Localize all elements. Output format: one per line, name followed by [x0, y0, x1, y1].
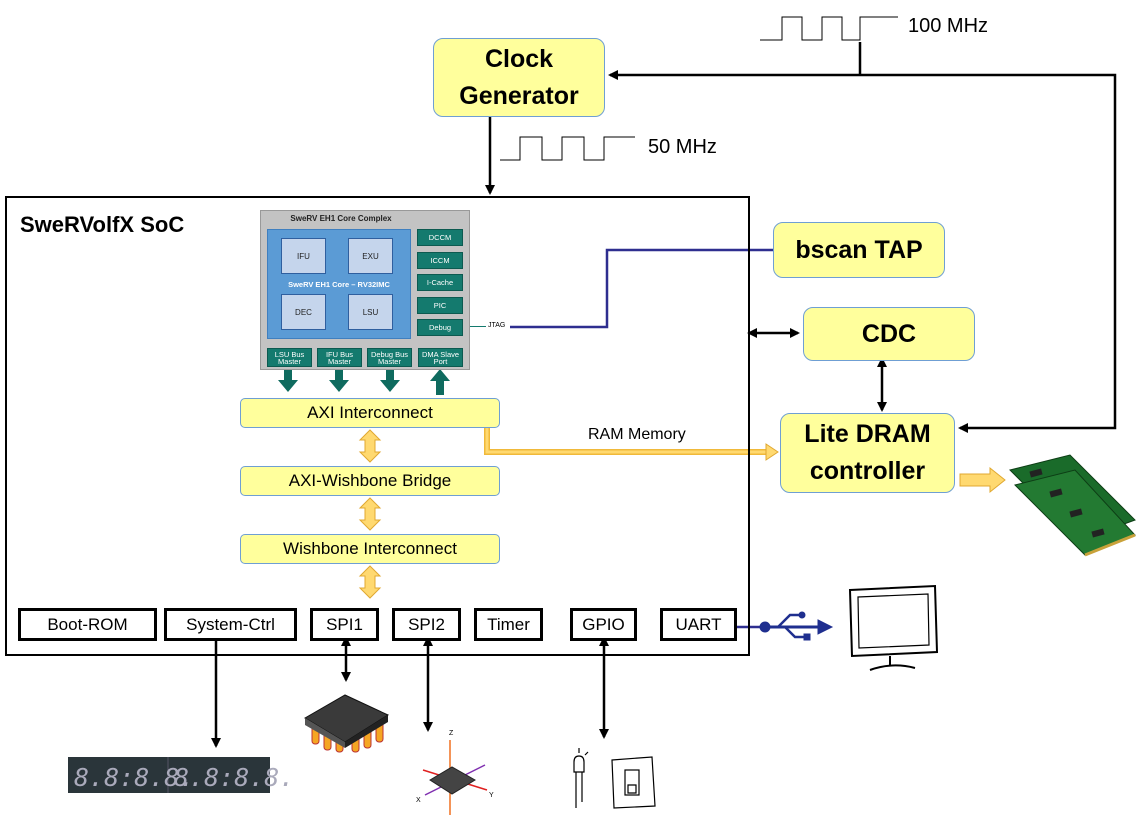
unit-dec: DEC	[281, 294, 326, 330]
peripheral-timer: Timer	[474, 608, 543, 641]
bus-double-arrows	[358, 429, 382, 599]
peripheral-boot-rom: Boot-ROM	[18, 608, 157, 641]
unit-lsu: LSU	[348, 294, 393, 330]
unit-ifu: IFU	[281, 238, 326, 274]
peripheral-gpio: GPIO	[570, 608, 637, 641]
mem-dccm: DCCM	[417, 229, 463, 246]
peripheral-spi1: SPI1	[310, 608, 379, 641]
clock-to-dram-arrow	[860, 73, 1117, 433]
ram-memory-label: RAM Memory	[588, 426, 686, 443]
soc-boundary	[5, 196, 750, 656]
clock-generator-line2: Generator	[459, 81, 579, 110]
svg-text:8.8:8.8.: 8.8:8.8.	[74, 763, 194, 792]
usb-icon	[759, 611, 834, 641]
core-complex: SweRV EH1 Core Complex IFU EXU SweRV EH1…	[260, 210, 470, 370]
peripheral-spi2: SPI2	[392, 608, 461, 641]
svg-text:8.8:8.8.: 8.8:8.8.	[174, 763, 294, 792]
svg-text:X: X	[416, 797, 421, 804]
ram-memory-arrowhead	[765, 443, 779, 461]
freq-50mhz-label: 50 MHz	[648, 136, 717, 158]
port-lsu-bus-master: LSU Bus Master	[267, 348, 312, 367]
mem-icache: I-Cache	[417, 274, 463, 291]
core-bus-arrows	[278, 366, 450, 395]
axi-interconnect: AXI Interconnect	[240, 398, 500, 428]
lite-dram-controller-block: Lite DRAM controller	[780, 413, 955, 493]
cdc-block: CDC	[803, 307, 975, 361]
flash-chip-icon	[304, 694, 390, 753]
port-debug-bus-master: Debug Bus Master	[367, 348, 412, 367]
peripheral-uart: UART	[660, 608, 737, 641]
ram-stick-icon	[1009, 454, 1136, 557]
jtag-stub	[470, 326, 486, 327]
axi-wishbone-bridge: AXI-Wishbone Bridge	[240, 466, 500, 496]
soc-title: SweRVolfX SoC	[20, 212, 185, 237]
mem-debug: Debug	[417, 319, 463, 336]
dram-line1: Lite DRAM	[804, 420, 931, 448]
accelerometer-chip-icon: Z X Y	[416, 730, 494, 815]
peripheral-system-ctrl: System-Ctrl	[164, 608, 297, 641]
bscan-tap-block: bscan TAP	[773, 222, 945, 278]
dram-to-ram-arrow	[959, 466, 1006, 494]
jtag-label: JTAG	[488, 322, 506, 329]
wishbone-interconnect: Wishbone Interconnect	[240, 534, 500, 564]
port-ifu-bus-master: IFU Bus Master	[317, 348, 362, 367]
monitor-icon	[848, 584, 939, 671]
clock-100mhz-waveform	[760, 16, 898, 41]
clock-generator-line1: Clock	[484, 44, 554, 73]
dram-line2: controller	[809, 457, 926, 485]
led-switch-icon	[573, 748, 656, 809]
mem-pic: PIC	[417, 297, 463, 314]
svg-text:Y: Y	[489, 792, 494, 799]
core-complex-title: SweRV EH1 Core Complex	[290, 214, 392, 223]
core-name: SweRV EH1 Core – RV32IMC	[288, 280, 390, 289]
clock-generator-block: Clock Generator	[433, 38, 605, 117]
unit-exu: EXU	[348, 238, 393, 274]
svg-text:Z: Z	[449, 730, 454, 737]
seven-segment-display-icon: 8.8:8.8. 8.8:8.8.	[68, 757, 294, 793]
freq-100mhz-label: 100 MHz	[908, 15, 989, 37]
core-block: IFU EXU SweRV EH1 Core – RV32IMC DEC LSU	[267, 229, 411, 339]
mem-iccm: ICCM	[417, 252, 463, 269]
port-dma-slave: DMA Slave Port	[418, 348, 463, 367]
jtag-line	[510, 248, 773, 329]
clock-50mhz-waveform	[500, 136, 635, 161]
